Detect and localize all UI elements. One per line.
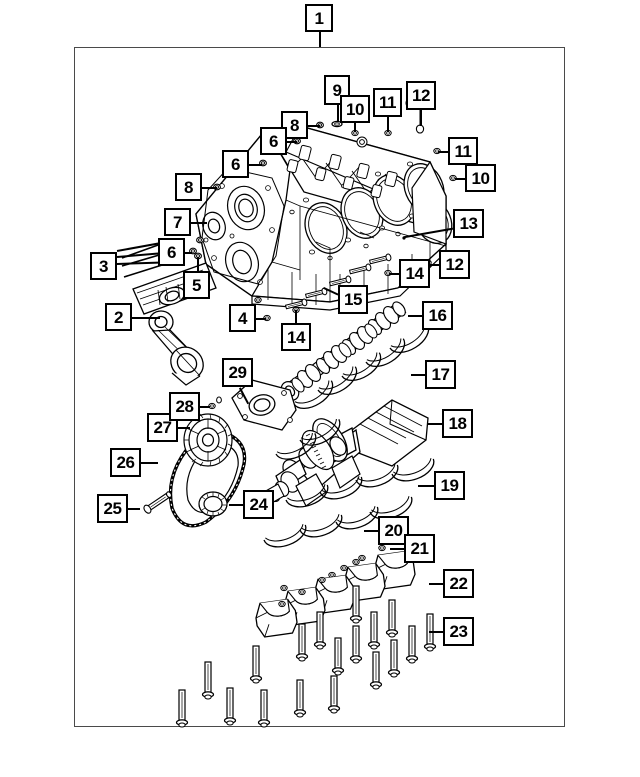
callout-main-bearing-lower[interactable]: 20	[378, 516, 409, 545]
leader-line-7	[191, 222, 207, 224]
leader-line-1	[319, 32, 321, 47]
callout-piston-pin-bushing[interactable]: 5	[183, 271, 210, 299]
leader-line-22	[429, 583, 443, 585]
callout-front-cover-plate[interactable]: 29	[222, 358, 253, 387]
leader-line-21	[390, 548, 404, 550]
leader-line-14b	[389, 273, 399, 275]
callout-bolt[interactable]: 10	[465, 164, 496, 192]
leader-line-23	[429, 631, 443, 633]
callout-camshaft-bearing-set[interactable]: 17	[425, 360, 456, 389]
leader-line-17	[411, 374, 425, 376]
leader-line-10b	[455, 178, 465, 180]
leader-line-6b	[249, 164, 262, 166]
leader-line-24	[229, 504, 243, 506]
leader-line-4	[256, 318, 266, 320]
callout-pin[interactable]: 12	[406, 81, 436, 110]
leader-line-27	[178, 427, 190, 429]
connecting-rod	[148, 310, 204, 386]
leader-line-9	[337, 105, 339, 122]
callout-plug[interactable]: 6	[158, 238, 185, 266]
callout-tensioner-bolt[interactable]: 25	[97, 494, 128, 523]
callout-camshaft[interactable]: 16	[422, 301, 453, 330]
leader-line-2	[132, 317, 160, 319]
callout-plug-seal[interactable]: 9	[324, 75, 350, 105]
crankshaft-sprocket	[198, 491, 228, 517]
callout-sprocket-bolt[interactable]: 28	[169, 392, 200, 421]
callout-piston-and-connecting-rod[interactable]: 2	[105, 303, 132, 331]
diagram-border	[74, 47, 565, 727]
callout-rear-seal-retainer[interactable]: 13	[453, 209, 484, 238]
callout-dowel[interactable]: 11	[448, 137, 478, 165]
leader-line-16	[408, 315, 422, 317]
callout-nut[interactable]: 14	[399, 259, 430, 288]
leader-line-12b	[429, 264, 439, 266]
leader-line-5	[197, 257, 199, 271]
leader-line-28	[200, 406, 210, 408]
leader-line-20	[364, 530, 378, 532]
callout-crankshaft-sprocket[interactable]: 24	[243, 490, 274, 519]
leader-line-11b	[438, 151, 448, 153]
callout-crankshaft[interactable]: 18	[442, 409, 473, 438]
leader-line-6c	[185, 252, 192, 254]
leader-line-12a	[420, 110, 422, 126]
callout-dowel[interactable]: 11	[373, 88, 402, 117]
leader-line-10a	[354, 123, 356, 132]
callout-nut[interactable]: 14	[281, 323, 311, 351]
camshaft	[280, 301, 407, 401]
callout-bolt[interactable]: 10	[340, 95, 370, 123]
leader-line-6a	[287, 141, 297, 143]
front-cover-plate	[231, 379, 297, 431]
callout-pin[interactable]: 12	[439, 250, 470, 279]
tensioner-bolt	[143, 491, 173, 514]
leader-line-25	[128, 508, 140, 510]
leader-line-8b	[202, 187, 217, 189]
callout-plug[interactable]: 6	[260, 127, 287, 155]
callout-oil-gallery-plug[interactable]: 7	[164, 208, 191, 236]
callout-piston-ring-set[interactable]: 3	[90, 252, 117, 280]
leader-line-26	[141, 462, 158, 464]
leader-line-11a	[387, 117, 389, 132]
callout-main-bearing-cap-bedplate[interactable]: 22	[443, 569, 474, 598]
callout-plug[interactable]: 6	[222, 150, 249, 178]
callout-main-bearing-upper[interactable]: 19	[434, 471, 465, 500]
callout-thrust-washer[interactable]: 21	[404, 534, 435, 563]
callout-engine-block-assembly[interactable]: 1	[305, 4, 333, 32]
callout-timing-chain[interactable]: 26	[110, 448, 141, 477]
callout-plug[interactable]: 8	[175, 173, 202, 201]
leader-line-19	[418, 485, 434, 487]
callout-stud[interactable]: 15	[338, 285, 368, 314]
leader-line-14a	[295, 310, 297, 323]
leader-line-18	[428, 423, 442, 425]
callout-bolt[interactable]: 4	[229, 304, 256, 332]
leader-line-8a	[308, 125, 320, 127]
camshaft-sprocket-phaser	[183, 413, 233, 467]
callout-main-bearing-cap-bolt[interactable]: 23	[443, 617, 474, 646]
